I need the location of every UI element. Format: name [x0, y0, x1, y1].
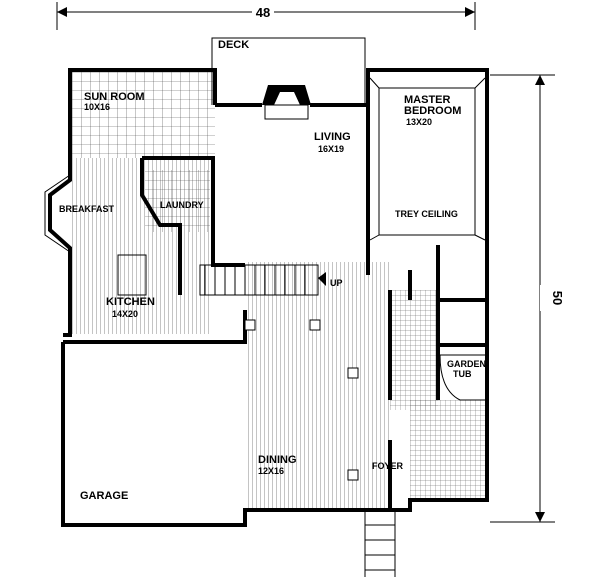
fireplace: [262, 85, 311, 105]
trey-ceiling-label: TREY CEILING: [395, 209, 458, 219]
entry-steps: [364, 510, 396, 577]
garage-label: GARAGE: [80, 490, 128, 502]
bay-window: [44, 174, 71, 253]
garage-walls: [61, 342, 360, 527]
master-bedroom-size: 13X20: [406, 117, 432, 127]
master-bedroom-label-1: MASTER: [404, 94, 451, 106]
columns: [244, 319, 359, 481]
foyer-label: FOYER: [372, 461, 404, 471]
master-bedroom-label-2: BEDROOM: [404, 105, 461, 117]
laundry-side-wall: [140, 158, 182, 295]
sun-room-size: 10X16: [84, 102, 110, 112]
up-arrow-icon: [318, 272, 326, 286]
shower-floor: [410, 400, 487, 500]
interior-walls: [366, 240, 487, 400]
staircase: [199, 264, 326, 296]
sun-room-floor: [70, 70, 215, 158]
dining-size: 12X16: [258, 466, 284, 476]
kitchen-size: 14X20: [112, 309, 138, 319]
garden-tub-label-2: TUB: [453, 369, 472, 379]
bath-floor: [390, 290, 438, 410]
living-label: LIVING: [314, 131, 351, 143]
kitchen-label: KITCHEN: [106, 296, 155, 308]
kitchen-island: [117, 254, 147, 296]
sun-room-label: SUN ROOM: [84, 91, 145, 103]
deck-label: DECK: [218, 39, 249, 51]
living-size: 16X19: [318, 144, 344, 154]
dining-floor: [245, 262, 390, 510]
trey-ceiling-outline: [378, 87, 476, 236]
exterior-walls: [48, 68, 489, 512]
stairs-up-label: UP: [330, 278, 343, 288]
depth-label: 50: [550, 291, 565, 305]
garden-tub-label-1: GARDEN: [447, 359, 486, 369]
width-label: 48: [256, 5, 270, 20]
dining-label: DINING: [258, 454, 297, 466]
width-dimension: 48: [56, 2, 476, 30]
laundry-label: LAUNDRY: [160, 200, 204, 210]
breakfast-label: BREAKFAST: [59, 204, 115, 214]
depth-dimension: 50: [490, 74, 565, 523]
garden-tub: [439, 354, 488, 401]
